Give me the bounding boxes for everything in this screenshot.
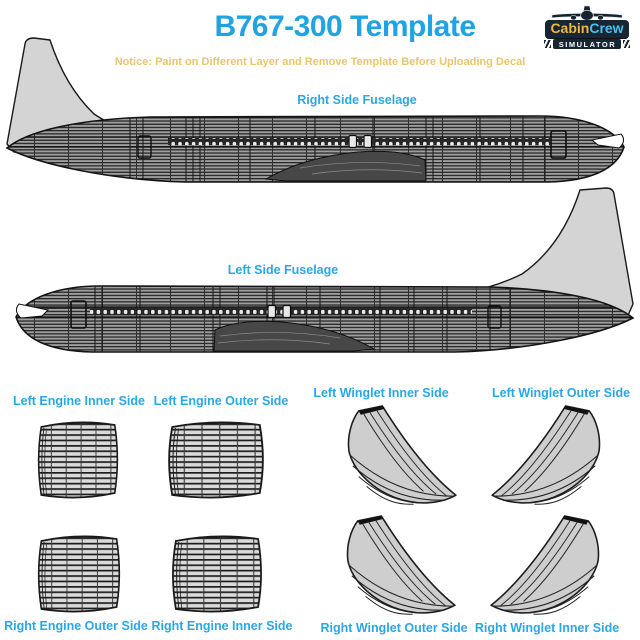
right-cockpit-window	[590, 133, 625, 149]
fairing-line	[219, 332, 341, 339]
right-wing-fairing	[264, 150, 427, 182]
right-winglet-outer-drawing	[346, 515, 456, 616]
label-left-winglet-inner: Left Winglet Inner Side	[313, 386, 449, 400]
left-engine-inner-drawing	[37, 421, 119, 499]
label-right-winglet-outer: Right Winglet Outer Side	[320, 621, 468, 635]
label-right-engine-inner: Right Engine Inner Side	[151, 619, 293, 633]
right-mid-door	[348, 134, 358, 149]
left-fuselage-drawing	[15, 187, 635, 353]
logo-word-cabin: Cabin	[550, 20, 590, 36]
left-cockpit-window	[15, 303, 50, 319]
fairing-line	[299, 162, 421, 169]
panel-lines	[7, 116, 624, 182]
cabin-crew-simulator-logo: CabinCrew SIMULATOR	[540, 5, 634, 49]
logo-plane-icon	[551, 5, 623, 21]
page-title: B767-300 Template	[214, 10, 476, 43]
label-left-winglet-outer: Left Winglet Outer Side	[491, 386, 631, 400]
right-engine-outer-drawing	[37, 535, 121, 613]
label-left-side-fuselage: Left Side Fuselage	[227, 263, 339, 277]
right-rear-door	[137, 135, 152, 159]
label-right-side-fuselage: Right Side Fuselage	[297, 93, 417, 107]
notice-text: Notice: Paint on Different Layer and Rem…	[114, 56, 526, 68]
label-left-engine-inner: Left Engine Inner Side	[13, 394, 145, 408]
right-window-row	[168, 138, 550, 146]
panel-lines	[16, 286, 633, 352]
left-engine-outer-drawing	[168, 421, 264, 499]
right-fuselage-drawing	[5, 37, 625, 183]
left-front-door	[70, 300, 87, 329]
left-winglet-outer-drawing	[491, 405, 601, 506]
left-rear-door	[487, 305, 502, 329]
fairing-line	[217, 339, 331, 345]
left-window-row	[90, 308, 472, 316]
left-mid-door	[267, 304, 277, 319]
banner-stripe-right-icon	[623, 40, 631, 48]
logo-wordmark: CabinCrew	[545, 20, 629, 38]
logo-banner: SIMULATOR	[552, 39, 622, 49]
right-mid-door	[363, 134, 373, 149]
fairing-line	[311, 169, 423, 175]
left-mid-door	[282, 304, 292, 319]
right-front-door	[550, 130, 567, 159]
banner-stripe-left-icon	[543, 40, 551, 48]
right-winglet-inner-drawing	[490, 515, 600, 616]
logo-word-crew: Crew	[589, 20, 624, 36]
label-right-winglet-inner: Right Winglet Inner Side	[474, 621, 620, 635]
right-engine-inner-drawing	[172, 535, 262, 613]
label-right-engine-outer: Right Engine Outer Side	[4, 619, 148, 633]
left-wing-fairing	[213, 320, 376, 352]
label-left-engine-outer: Left Engine Outer Side	[153, 394, 289, 408]
left-winglet-inner-drawing	[347, 405, 457, 506]
